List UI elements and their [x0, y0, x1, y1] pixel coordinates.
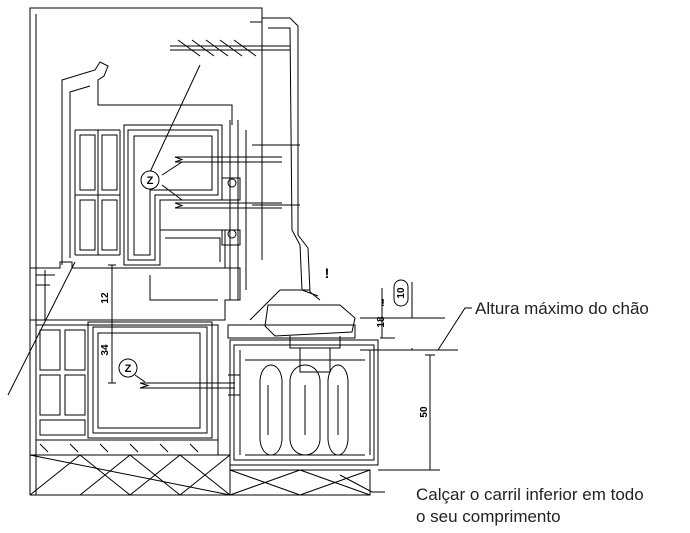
svg-text:Z: Z: [125, 363, 132, 375]
threshold-profile: [30, 261, 241, 456]
z-marker-2: Z: [118, 358, 138, 378]
z-marker-1: Z: [140, 170, 160, 190]
dimension-50-label: 50: [419, 406, 430, 418]
rail-shim-label-line1: Calçar o carril inferior em todo: [416, 485, 644, 504]
rail-shim-label-line2: o seu comprimento: [416, 507, 561, 526]
dimension-34-label: 34: [100, 344, 111, 356]
dimension-18-label: 18: [376, 316, 387, 328]
max-floor-height-label: Altura máximo do chão: [475, 299, 649, 318]
warning-mark: !: [325, 265, 330, 281]
dimension-lines: [108, 264, 458, 471]
roller-carriage: [227, 304, 379, 466]
dimension-10-badge: 10: [393, 279, 409, 307]
glazing-stack: [221, 17, 321, 301]
upper-sash-profile: [61, 61, 233, 269]
warning-mark-18: !: [381, 298, 384, 309]
dimension-12-label: 12: [100, 292, 111, 304]
svg-text:10: 10: [396, 287, 407, 299]
svg-text:Z: Z: [147, 175, 154, 187]
leader-lines: [7, 64, 472, 493]
screws: [139, 39, 290, 396]
